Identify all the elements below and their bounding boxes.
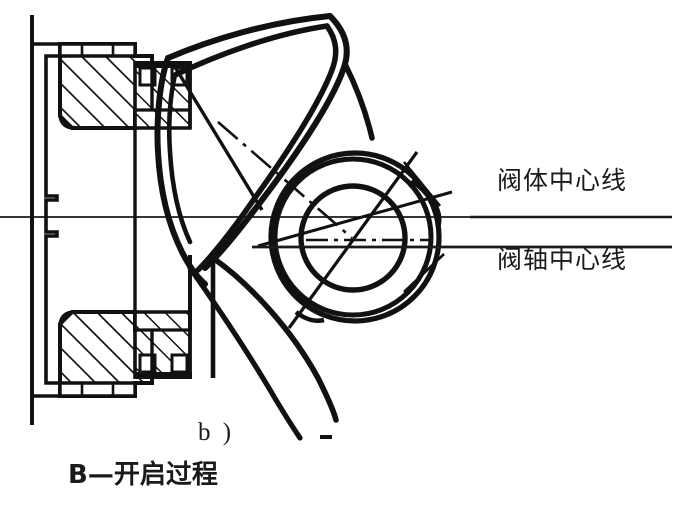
disc-axis-dashdot — [217, 121, 353, 239]
caption-title: B—开启过程 — [68, 460, 218, 490]
lower-body-section — [58, 310, 154, 398]
lower-gland-assembly — [133, 310, 192, 383]
shaft-hub-circles — [268, 150, 442, 324]
disc-lower-skirt — [187, 255, 339, 441]
label-shaft-centerline: 阀轴中心线 — [497, 245, 628, 274]
flange-face-plate — [30, 15, 62, 425]
caption-subfigure-letter: b ) — [198, 419, 235, 446]
label-body-centerline: 阀体中心线 — [497, 166, 628, 195]
leader-lines — [402, 161, 445, 293]
shaft-centerline-axis — [217, 121, 453, 329]
